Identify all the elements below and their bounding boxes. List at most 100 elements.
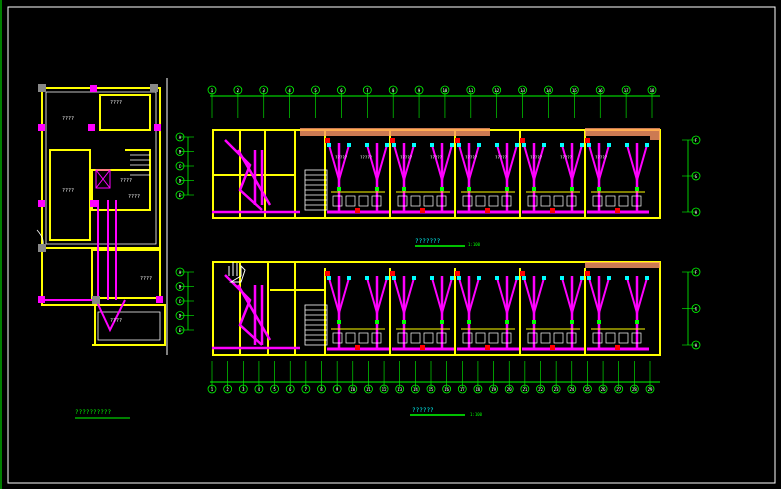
axis-bubble bbox=[629, 384, 639, 394]
axis-label: 2 bbox=[226, 387, 229, 392]
axis-label: 5 bbox=[314, 88, 317, 93]
svg-text:????: ???? bbox=[140, 276, 152, 282]
room-tag: ????? bbox=[530, 155, 543, 160]
axis-label: 8 bbox=[320, 387, 323, 392]
axis-label: 19 bbox=[491, 387, 496, 392]
pipe-riser bbox=[532, 143, 574, 212]
lower-plan-title: ?????? bbox=[412, 407, 434, 414]
pipe-riser bbox=[337, 276, 379, 349]
pipe-node bbox=[580, 143, 584, 147]
toilet-fixture bbox=[397, 195, 408, 207]
axis-bubble bbox=[518, 85, 527, 95]
axis-label: 2 bbox=[237, 88, 240, 93]
toilet-fixture bbox=[345, 195, 356, 207]
svg-text:????: ???? bbox=[62, 188, 74, 194]
pipe-riser bbox=[337, 143, 379, 212]
axis-label: D bbox=[179, 314, 182, 319]
pipe-node bbox=[625, 143, 629, 147]
pipe-node bbox=[542, 143, 546, 147]
pipe-branch bbox=[393, 277, 415, 317]
pipe-node bbox=[515, 276, 519, 280]
pipe-branch bbox=[523, 277, 545, 317]
toilet-fixture bbox=[462, 195, 473, 207]
lower-plan-scale: 1:100 bbox=[470, 412, 483, 417]
axis-label: 14 bbox=[546, 88, 551, 93]
axis-label: 21 bbox=[522, 387, 527, 392]
toilet-fixture bbox=[618, 332, 629, 344]
axis-bubble bbox=[207, 384, 217, 394]
drain-marker bbox=[550, 345, 555, 350]
site-plan[interactable]: ???? ???? ???? ???? ???? ???? ???? ?????… bbox=[36, 84, 166, 419]
pipe-node bbox=[457, 143, 461, 147]
axis-bubble bbox=[614, 384, 624, 394]
pipe-node bbox=[522, 143, 526, 147]
toilet-fixture bbox=[566, 195, 577, 207]
svg-text:????: ???? bbox=[110, 100, 122, 106]
axis-label: 3 bbox=[263, 88, 266, 93]
lower-stair bbox=[304, 304, 328, 346]
axis-bubble bbox=[647, 85, 657, 95]
axis-bubble bbox=[440, 85, 450, 95]
pipe-node bbox=[645, 143, 649, 147]
axis-bubble bbox=[489, 384, 498, 394]
pipe-node bbox=[607, 143, 611, 147]
toilet-fixture bbox=[553, 332, 564, 344]
site-plan-walls bbox=[41, 87, 166, 346]
axis-label: B bbox=[179, 150, 182, 155]
pipe-node bbox=[347, 276, 351, 280]
upper-plan-scale: 1:100 bbox=[468, 242, 481, 247]
axis-bubble bbox=[175, 147, 185, 156]
toilet-fixture bbox=[566, 332, 577, 344]
pipe-node bbox=[450, 143, 454, 147]
upper-plan-title: ??????? bbox=[415, 238, 441, 245]
axis-label: 8 bbox=[392, 88, 395, 93]
axis-label: 17 bbox=[624, 88, 629, 93]
axis-label: 5 bbox=[273, 387, 276, 392]
hand-icon bbox=[228, 262, 246, 283]
pipe-riser bbox=[402, 276, 444, 349]
pipe-node bbox=[430, 143, 434, 147]
axis-label: F bbox=[695, 138, 698, 143]
axis-label: H bbox=[695, 210, 698, 215]
pipe-branch bbox=[561, 277, 583, 317]
toilet-fixture bbox=[475, 332, 486, 344]
axis-label: 20 bbox=[507, 387, 512, 392]
valve-node bbox=[440, 320, 444, 324]
axis-label: 3 bbox=[242, 387, 245, 392]
pipe-branch bbox=[496, 277, 518, 317]
valve-node bbox=[597, 187, 601, 191]
pipe-branch bbox=[366, 144, 388, 184]
drain-marker bbox=[355, 345, 360, 350]
axis-bubble bbox=[362, 85, 372, 95]
room-tag: ????? bbox=[465, 155, 478, 160]
axis-bubble bbox=[238, 384, 248, 394]
axis-label: 14 bbox=[413, 387, 418, 392]
axis-label: 6 bbox=[340, 88, 343, 93]
pipe-node bbox=[327, 276, 331, 280]
pipe-branch bbox=[626, 277, 648, 317]
axis-label: 23 bbox=[554, 387, 559, 392]
sink-marker bbox=[520, 271, 525, 276]
axis-bubble bbox=[337, 85, 346, 95]
pipe-node bbox=[495, 276, 499, 280]
pipe-node bbox=[587, 276, 591, 280]
axis-label: D bbox=[179, 179, 182, 184]
toilet-fixture bbox=[332, 195, 343, 207]
axis-label: 25 bbox=[585, 387, 590, 392]
pipe-riser bbox=[402, 143, 444, 212]
axis-label: 1 bbox=[211, 387, 214, 392]
svg-text:????: ???? bbox=[62, 116, 74, 122]
axis-label: 11 bbox=[366, 387, 371, 392]
axis-bubble bbox=[270, 384, 279, 394]
axis-bubble bbox=[414, 85, 424, 95]
axis-bubble bbox=[645, 384, 655, 394]
room-tag: ????? bbox=[335, 155, 348, 160]
pipe-node bbox=[412, 276, 416, 280]
axis-label: 27 bbox=[616, 387, 621, 392]
toilet-fixture bbox=[540, 195, 551, 207]
axis-bubble bbox=[388, 85, 398, 95]
